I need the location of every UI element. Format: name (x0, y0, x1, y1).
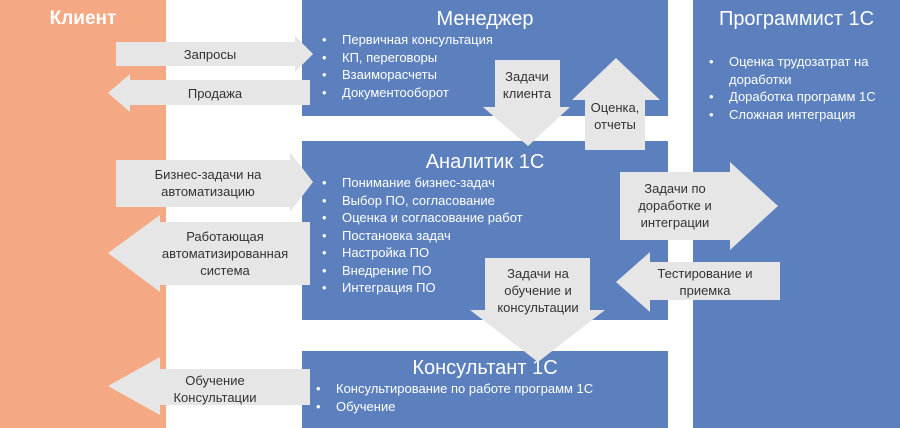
arrow-label-estimates: Оценка, отчеты (590, 100, 640, 132)
arrow-label-business: Бизнес-задачи на автоматизацию (154, 167, 262, 199)
client-title: Клиент (49, 8, 117, 29)
manager-item: Первичная консультация (322, 31, 668, 49)
arrow-down (470, 258, 605, 362)
arrow-left (108, 74, 310, 112)
arrow-label-training-tasks: Задачи на обучение и консультации (497, 266, 579, 315)
arrow-up (572, 58, 660, 150)
consultant-item: Консультирование по работе программ 1С (316, 380, 668, 398)
arrow-down (483, 60, 570, 146)
arrow-label-dev-tasks: Задачи по доработке и интеграции (638, 181, 712, 230)
manager-item: Взаиморасчеты (322, 66, 668, 84)
arrow-left (108, 215, 310, 292)
arrow-left (108, 357, 310, 415)
manager-item: КП, переговоры (322, 49, 668, 67)
arrow-right (620, 162, 778, 250)
arrow-right (116, 36, 313, 72)
programmer-item: Доработка программ 1С (709, 88, 900, 106)
programmer-title: Программист 1С (718, 8, 875, 30)
arrow-label-working: Работающая автоматизированная система (161, 229, 289, 278)
arrow-label-sale: Продажа (187, 86, 243, 101)
consultant-box: Консультант 1С Консультирование по работ… (302, 351, 668, 428)
arrow-label-training: Обучение Консультации (173, 373, 257, 405)
analyst-item: Постановка задач (322, 227, 668, 245)
arrow-left (616, 252, 780, 312)
analyst-item: Выбор ПО, согласование (322, 192, 668, 210)
programmer-item: Оценка трудозатрат на доработки (709, 53, 900, 88)
analyst-box: Аналитик 1С Понимание бизнес-задач Выбор… (302, 141, 668, 320)
manager-box: Менеджер Первичная консультация КП, пере… (302, 0, 668, 116)
consultant-item: Обучение (316, 398, 668, 416)
analyst-item: Оценка и согласование работ (322, 209, 668, 227)
analyst-item: Внедрение ПО (322, 262, 668, 280)
analyst-title: Аналитик 1С (425, 151, 545, 173)
manager-title: Менеджер (436, 8, 534, 30)
programmer-item: Сложная интеграция (709, 106, 900, 124)
manager-item: Документооборот (322, 84, 668, 102)
arrow-label-client-tasks: Задачи клиента (502, 69, 552, 101)
arrow-label-testing: Тестирование и приемка (657, 266, 753, 298)
consultant-title: Консультант 1С (412, 357, 558, 379)
client-column: Клиент (0, 0, 166, 428)
analyst-item: Понимание бизнес-задач (322, 174, 668, 192)
analyst-item: Настройка ПО (322, 244, 668, 262)
analyst-item: Интеграция ПО (322, 279, 668, 297)
arrow-label-requests: Запросы (183, 47, 237, 62)
arrow-right (116, 152, 313, 212)
